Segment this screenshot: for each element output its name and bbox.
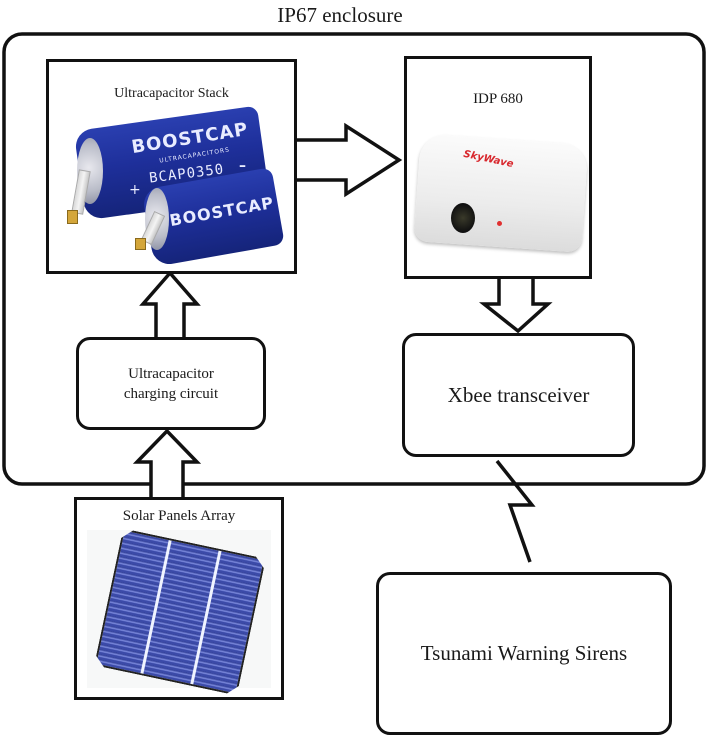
ip67-enclosure	[2, 32, 706, 486]
wireless-link-icon	[495, 459, 536, 563]
arrow-charging-to-stack	[139, 270, 201, 341]
minus-sign: –	[239, 158, 247, 174]
solar-cell	[94, 528, 266, 695]
charging-circuit-label-line1: Ultracapacitor	[128, 365, 214, 382]
solar-panels-label: Solar Panels Array	[122, 508, 236, 524]
charging-circuit-label-line2: charging circuit	[123, 385, 219, 402]
idp-device-image: SkyWave	[407, 59, 589, 276]
idp-680-label: IDP 680	[473, 91, 523, 107]
busbar-right	[190, 551, 221, 685]
solar-panels-block: Solar Panels Array	[74, 497, 284, 700]
busbar-left	[140, 540, 171, 674]
arrow-solar-to-charging	[132, 428, 202, 502]
terminal-tip-icon	[67, 210, 78, 224]
arrow-stack-to-idp	[293, 122, 403, 198]
solar-cell-image	[87, 530, 271, 688]
idp-connector-icon	[451, 203, 475, 233]
terminal-tip-small-icon	[135, 238, 146, 250]
idp-status-led-icon	[497, 221, 502, 226]
tsunami-sirens-block: Tsunami Warning Sirens	[376, 572, 672, 735]
enclosure-title: IP67 enclosure	[277, 3, 403, 27]
xbee-transceiver-block: Xbee transceiver	[402, 333, 635, 457]
idp-device-body	[413, 133, 589, 253]
xbee-transceiver-label: Xbee transceiver	[447, 382, 590, 407]
ultracapacitor-stack-label: Ultracapacitor Stack	[114, 86, 229, 101]
arrow-idp-to-xbee	[478, 274, 553, 334]
tsunami-sirens-label: Tsunami Warning Sirens	[420, 641, 628, 665]
charging-circuit-block: Ultracapacitor charging circuit	[76, 337, 266, 430]
ultracapacitor-image: BOOSTCAP ULTRACAPACITORS + BCAP0350 – BO…	[49, 62, 294, 271]
plus-sign: +	[129, 182, 142, 198]
ultracapacitor-stack-block: Ultracapacitor Stack BOOSTCAP ULTRACAPAC…	[46, 59, 297, 274]
charging-circuit-label: Ultracapacitor charging circuit	[79, 340, 263, 427]
idp-680-block: IDP 680 SkyWave	[404, 56, 592, 279]
